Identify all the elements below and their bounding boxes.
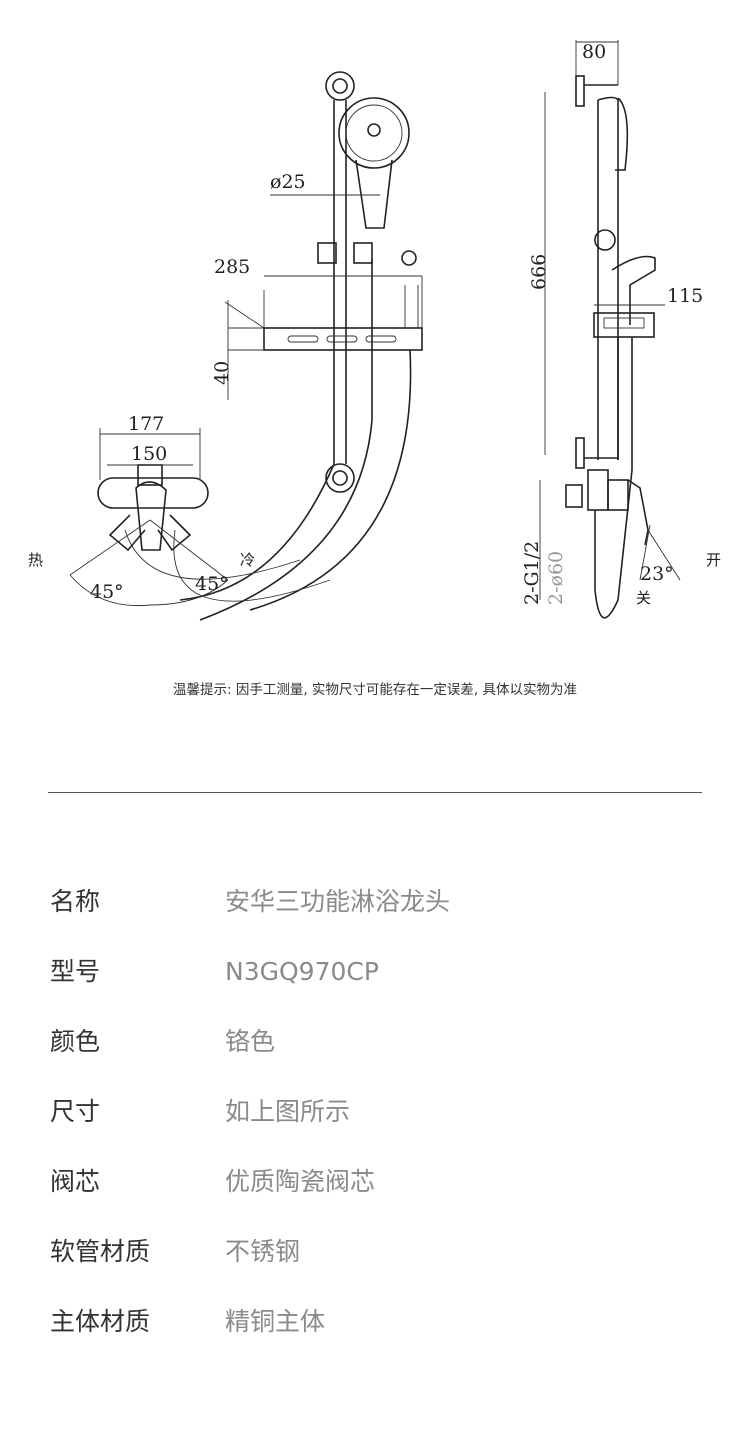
spec-label: 颜色 (50, 1027, 101, 1056)
dim-flange: 2-ø60 (545, 551, 567, 605)
spec-value: N3GQ970CP (225, 957, 379, 986)
dim-40: 40 (211, 361, 233, 385)
close-label: 关 (636, 589, 651, 607)
spec-label: 软管材质 (50, 1237, 151, 1266)
dim-285: 285 (214, 256, 250, 278)
product-dimension-drawing: 177 150 285 40 ø25 45° 45° 热 冷 666 80 (28, 40, 721, 621)
spec-value: 安华三功能淋浴龙头 (225, 887, 451, 916)
spec-value: 精铜主体 (225, 1307, 326, 1336)
spec-value: 优质陶瓷阀芯 (225, 1167, 376, 1196)
spec-label: 阀芯 (50, 1167, 101, 1196)
spec-label: 型号 (50, 957, 101, 986)
spec-label: 尺寸 (50, 1097, 101, 1126)
angle-45-left: 45° (90, 581, 124, 603)
angle-23: 23° (640, 563, 674, 585)
spec-label: 名称 (50, 887, 101, 916)
side-view: 666 80 115 2-G1/2 2-ø60 23° 开 关 (521, 40, 721, 619)
open-label: 开 (706, 551, 721, 569)
dim-80: 80 (582, 41, 606, 63)
hot-label: 热 (28, 551, 43, 569)
angle-45-right: 45° (195, 573, 229, 595)
spec-value: 铬色 (225, 1027, 276, 1056)
front-view: 177 150 285 40 ø25 45° 45° 热 冷 (28, 71, 423, 621)
dim-150: 150 (131, 443, 167, 465)
dim-666: 666 (528, 254, 550, 290)
spec-value: 不锈钢 (225, 1237, 301, 1266)
dim-177: 177 (128, 413, 164, 435)
spec-label: 主体材质 (50, 1307, 151, 1336)
measurement-note: 温馨提示: 因手工测量, 实物尺寸可能存在一定误差, 具体以实物为准 (172, 682, 577, 698)
dim-diameter-25: ø25 (270, 171, 306, 193)
spec-value: 如上图所示 (225, 1097, 351, 1126)
divider (48, 792, 702, 793)
dim-115: 115 (667, 285, 703, 307)
cold-label: 冷 (240, 551, 255, 569)
dim-thread: 2-G1/2 (521, 541, 543, 605)
